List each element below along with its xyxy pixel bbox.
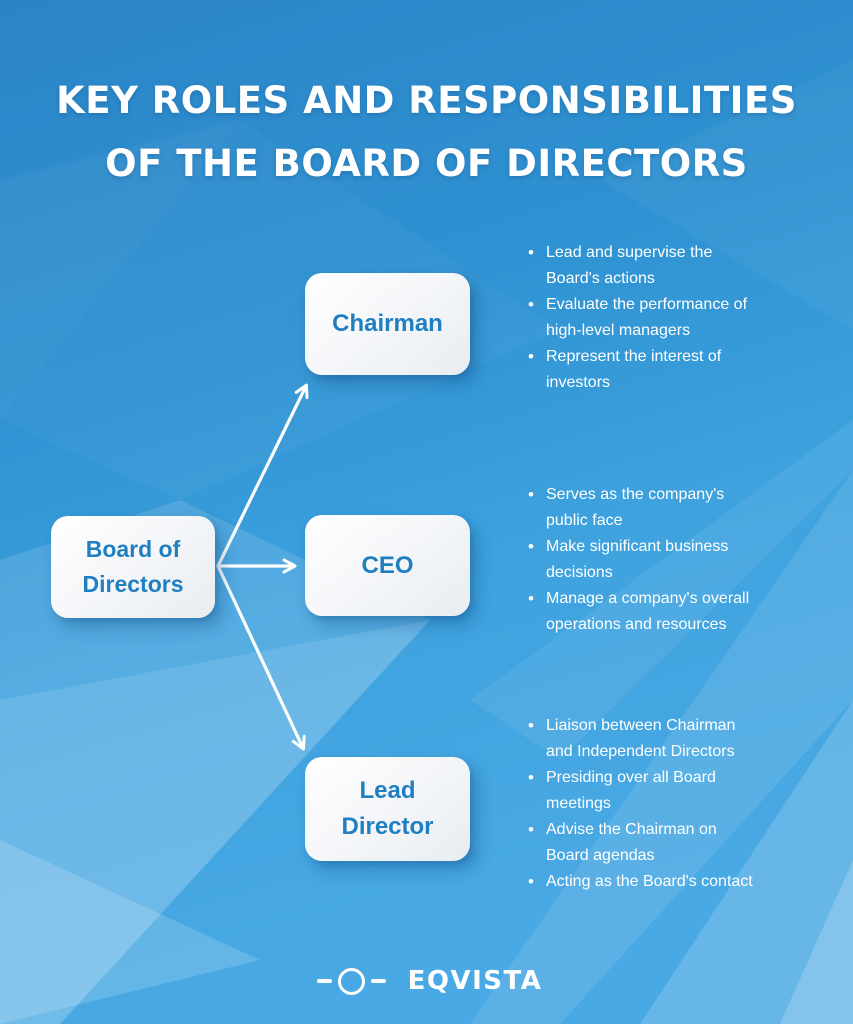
title-line-1: KEY ROLES AND RESPONSIBILITIES	[56, 78, 797, 122]
logo-dash-left-icon	[316, 979, 332, 983]
node-chairman: Chairman	[305, 273, 470, 375]
bullet-item: Liaison between Chairman and Independent…	[527, 713, 759, 765]
node-lead-director: Lead Director	[305, 757, 470, 861]
bullet-item: Make significant business decisions	[527, 534, 759, 586]
bullet-item: Lead and supervise the Board's actions	[527, 240, 759, 292]
lead-director-bullet-list: Liaison between Chairman and Independent…	[527, 713, 759, 895]
node-ceo: CEO	[305, 515, 470, 616]
bullet-item: Acting as the Board's contact	[527, 869, 759, 895]
brand-name: EQVISTA	[407, 966, 543, 996]
chairman-bullet-list: Lead and supervise the Board's actions E…	[527, 240, 759, 396]
bullet-item: Represent the interest of investors	[527, 344, 759, 396]
node-label: Lead Director	[341, 777, 434, 840]
title-line-2: OF THE BOARD OF DIRECTORS	[105, 141, 748, 185]
node-board-of-directors: Board of Directors	[51, 516, 215, 618]
brand-logo: EQVISTA	[0, 966, 853, 996]
logo-circle-icon	[337, 967, 365, 995]
page-title: KEY ROLES AND RESPONSIBILITIES OF THE BO…	[0, 69, 853, 195]
bullet-item: Advise the Chairman on Board agendas	[527, 817, 759, 869]
bullet-item: Manage a company's overall operations an…	[527, 586, 759, 638]
logo-dash-right-icon	[370, 979, 386, 983]
bullet-item: Serves as the company's public face	[527, 482, 759, 534]
node-label: CEO	[361, 551, 414, 579]
node-label: Chairman	[332, 310, 443, 337]
bullet-item: Presiding over all Board meetings	[527, 765, 759, 817]
node-label: Board of Directors	[82, 536, 184, 597]
ceo-bullet-list: Serves as the company's public face Make…	[527, 482, 759, 638]
bullet-item: Evaluate the performance of high-level m…	[527, 292, 759, 344]
